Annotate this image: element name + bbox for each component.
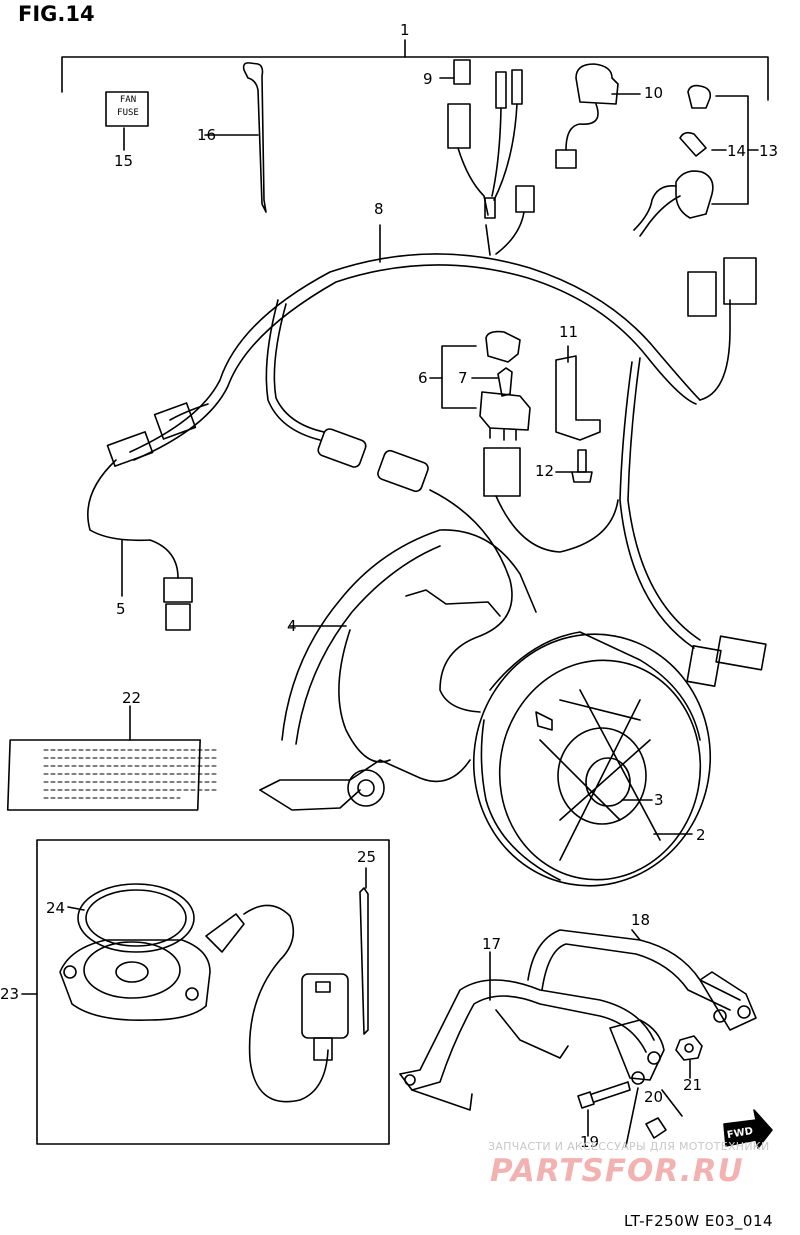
fuse-holder-part: [439, 59, 535, 256]
callout-17: 17: [482, 935, 502, 953]
fan-fuse-label-text: FAN FUSE: [110, 94, 146, 120]
forward-direction-arrow: [723, 1109, 773, 1149]
callout-18: 18: [631, 911, 651, 929]
callout-2: 2: [696, 826, 706, 844]
callout-23: 23: [0, 985, 20, 1003]
callout-16: 16: [197, 126, 217, 144]
callout-21: 21: [683, 1076, 703, 1094]
callout-3: 3: [654, 791, 664, 809]
collar-part-20: [625, 1087, 683, 1147]
diagram-code: LT-F250W E03_014: [624, 1212, 774, 1230]
callout-25: 25: [357, 848, 377, 866]
callout-14: 14: [727, 142, 747, 160]
relay-part-6: [429, 330, 619, 553]
callout-5: 5: [116, 600, 126, 618]
callout-13: 13: [759, 142, 779, 160]
relay-bracket-part-11: [555, 345, 601, 483]
connector-part-10: [555, 63, 641, 169]
frame-bracket-part-17: [399, 951, 665, 1111]
fan-fuse-label-line: FAN: [119, 95, 137, 105]
callout-1: 1: [400, 21, 410, 39]
callout-24: 24: [46, 899, 66, 917]
callout-9: 9: [423, 70, 433, 88]
callout-22: 22: [122, 689, 142, 707]
wiring-harness-part-8: [87, 224, 767, 713]
callout-8: 8: [374, 200, 384, 218]
callout-7: 7: [458, 369, 468, 387]
watermark-logo-text: PARTSFOR.RU: [490, 1153, 744, 1189]
fan-fuse-label-line: FUSE: [117, 108, 139, 118]
frame-bracket-part-18: [527, 929, 757, 1031]
bolt-part-19: [577, 1081, 631, 1137]
watermark-tagline: ЗАПЧАСТИ И АКСЕССУАРЫ ДЛЯ МОТОТЕХНИКИ: [488, 1140, 770, 1153]
callout-12: 12: [535, 462, 555, 480]
switch-assembly-part-13: [633, 84, 759, 237]
fan-assembly-part-2: [472, 631, 712, 887]
fan-fuse-label-part: [105, 91, 149, 151]
callout-19: 19: [580, 1133, 600, 1151]
nut-part-21: [675, 1035, 703, 1079]
callout-20: 20: [644, 1088, 664, 1106]
kit-bracket-1: [61, 39, 769, 101]
figure-title: FIG.14: [18, 2, 95, 26]
callout-4: 4: [287, 617, 297, 635]
cable-tie-part: [204, 62, 267, 213]
fan-shroud-part-4: [259, 529, 537, 811]
callout-15: 15: [114, 152, 134, 170]
warning-label-part-22: [6, 705, 217, 811]
callout-6: 6: [418, 369, 428, 387]
callout-10: 10: [644, 84, 664, 102]
callout-11: 11: [559, 323, 579, 341]
thermo-switch-kit-part-23: [21, 839, 390, 1145]
